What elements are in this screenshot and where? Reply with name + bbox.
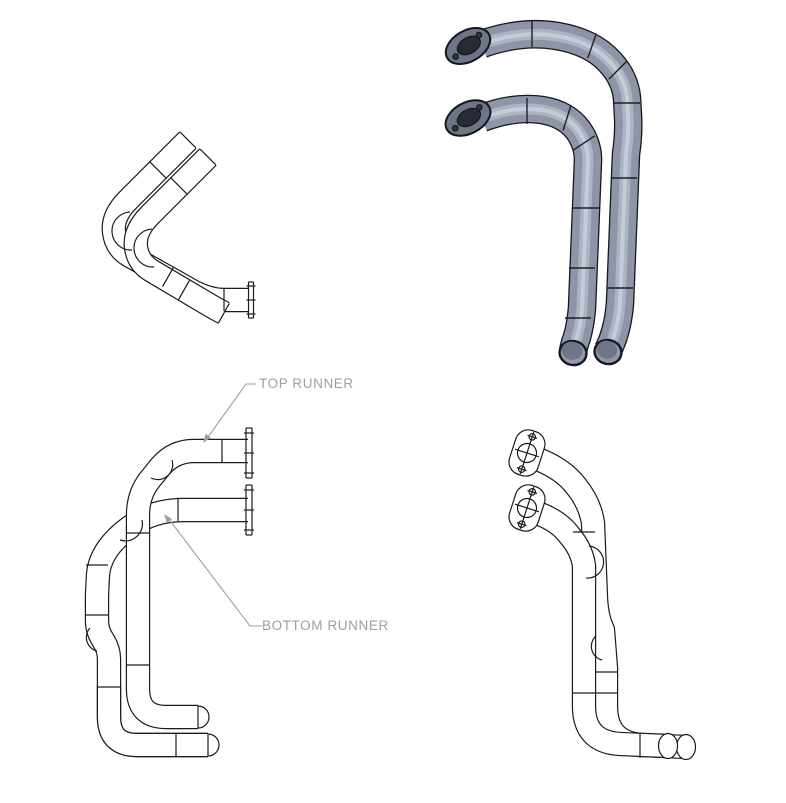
weld-joint-lines <box>573 531 641 758</box>
weld-joint-lines <box>85 440 223 756</box>
top-runner-tube <box>125 438 248 730</box>
pipe-front-3d <box>476 94 603 358</box>
wireframe-side-view <box>84 427 254 758</box>
bottom-runner-outlet <box>96 685 220 758</box>
top-runner-label: TOP RUNNER <box>259 376 354 391</box>
flange-bottom-runner <box>244 484 254 536</box>
flange-lower <box>508 484 546 532</box>
flange-top-runner <box>244 427 254 479</box>
rear-pipe-tube <box>535 448 687 760</box>
wireframe-front-view <box>508 429 697 761</box>
weld-joint-lines <box>111 131 230 323</box>
flange-upper-3d <box>444 26 492 66</box>
pipe-end-front <box>558 339 588 367</box>
front-pipe-tube <box>535 502 669 759</box>
pipe-rear-3d <box>477 19 643 361</box>
flange-upper <box>508 429 546 477</box>
wireframe-top-view <box>101 131 256 324</box>
outlet-ends <box>657 732 697 761</box>
bottom-runner-label: BOTTOM RUNNER <box>262 618 389 633</box>
shaded-3d-view <box>444 19 643 367</box>
flange-lower-3d <box>444 99 492 137</box>
pipe-end-rear <box>593 338 623 366</box>
runner-tube-front <box>123 148 230 324</box>
flange-edge-view <box>246 281 256 319</box>
